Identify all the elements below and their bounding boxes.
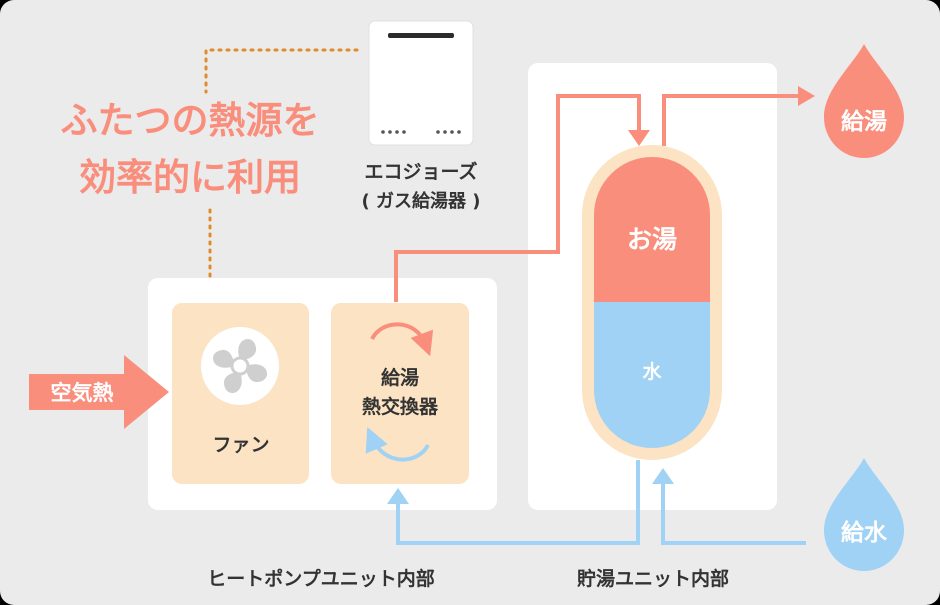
- exchanger-label-line2: 熱交換器: [362, 395, 439, 418]
- headline-line1: ふたつの熱源を: [61, 99, 320, 142]
- hot-pipe-to-tank: [394, 94, 641, 302]
- circulation-arrow-cold-icon: [365, 426, 430, 462]
- air-heat-label: 空気熱: [51, 381, 114, 405]
- heat-exchanger-box: [331, 303, 469, 484]
- water-heater-name: エコジョーズ: [364, 160, 477, 183]
- air-heat-arrow: [29, 355, 169, 429]
- cold-inlet-pipe: [661, 482, 806, 545]
- cold-pipe-to-exchanger: [396, 460, 640, 545]
- hot-pipe-arrowhead-icon: [628, 130, 650, 146]
- tank-hot-label: お湯: [627, 225, 677, 254]
- cold-water-drop-icon: [824, 458, 904, 571]
- cold-inlet-arrowhead-icon: [652, 468, 674, 484]
- cold-pipe-arrowhead-icon: [387, 488, 409, 504]
- hot-outlet-arrowhead-icon: [798, 86, 815, 106]
- fan-icon: [201, 327, 279, 405]
- headline-line2: 効率的に利用: [79, 156, 301, 199]
- tank-cold-label: 水: [642, 361, 662, 383]
- cold-in-label: 給水: [841, 519, 888, 546]
- tank-cold-water: [594, 302, 710, 448]
- heat-pump-unit-label: ヒートポンプユニット内部: [207, 567, 434, 590]
- hot-water-drop-icon: [824, 44, 904, 158]
- storage-tank: [582, 145, 722, 460]
- dotted-connector: [204, 48, 359, 94]
- hot-out-label: 給湯: [841, 108, 887, 135]
- hot-outlet-pipe: [662, 94, 800, 146]
- exchanger-label-line1: 給湯: [381, 366, 419, 389]
- storage-unit-label: 貯湯ユニット内部: [577, 567, 729, 590]
- water-heater-subtitle: ( ガス給湯器 ): [362, 190, 481, 212]
- vent-dots-icon: [381, 130, 461, 134]
- tank-hot-water: [594, 157, 710, 302]
- fan-label: ファン: [212, 434, 269, 456]
- circulation-arrow-hot-icon: [370, 322, 434, 357]
- gas-water-heater: [368, 20, 474, 146]
